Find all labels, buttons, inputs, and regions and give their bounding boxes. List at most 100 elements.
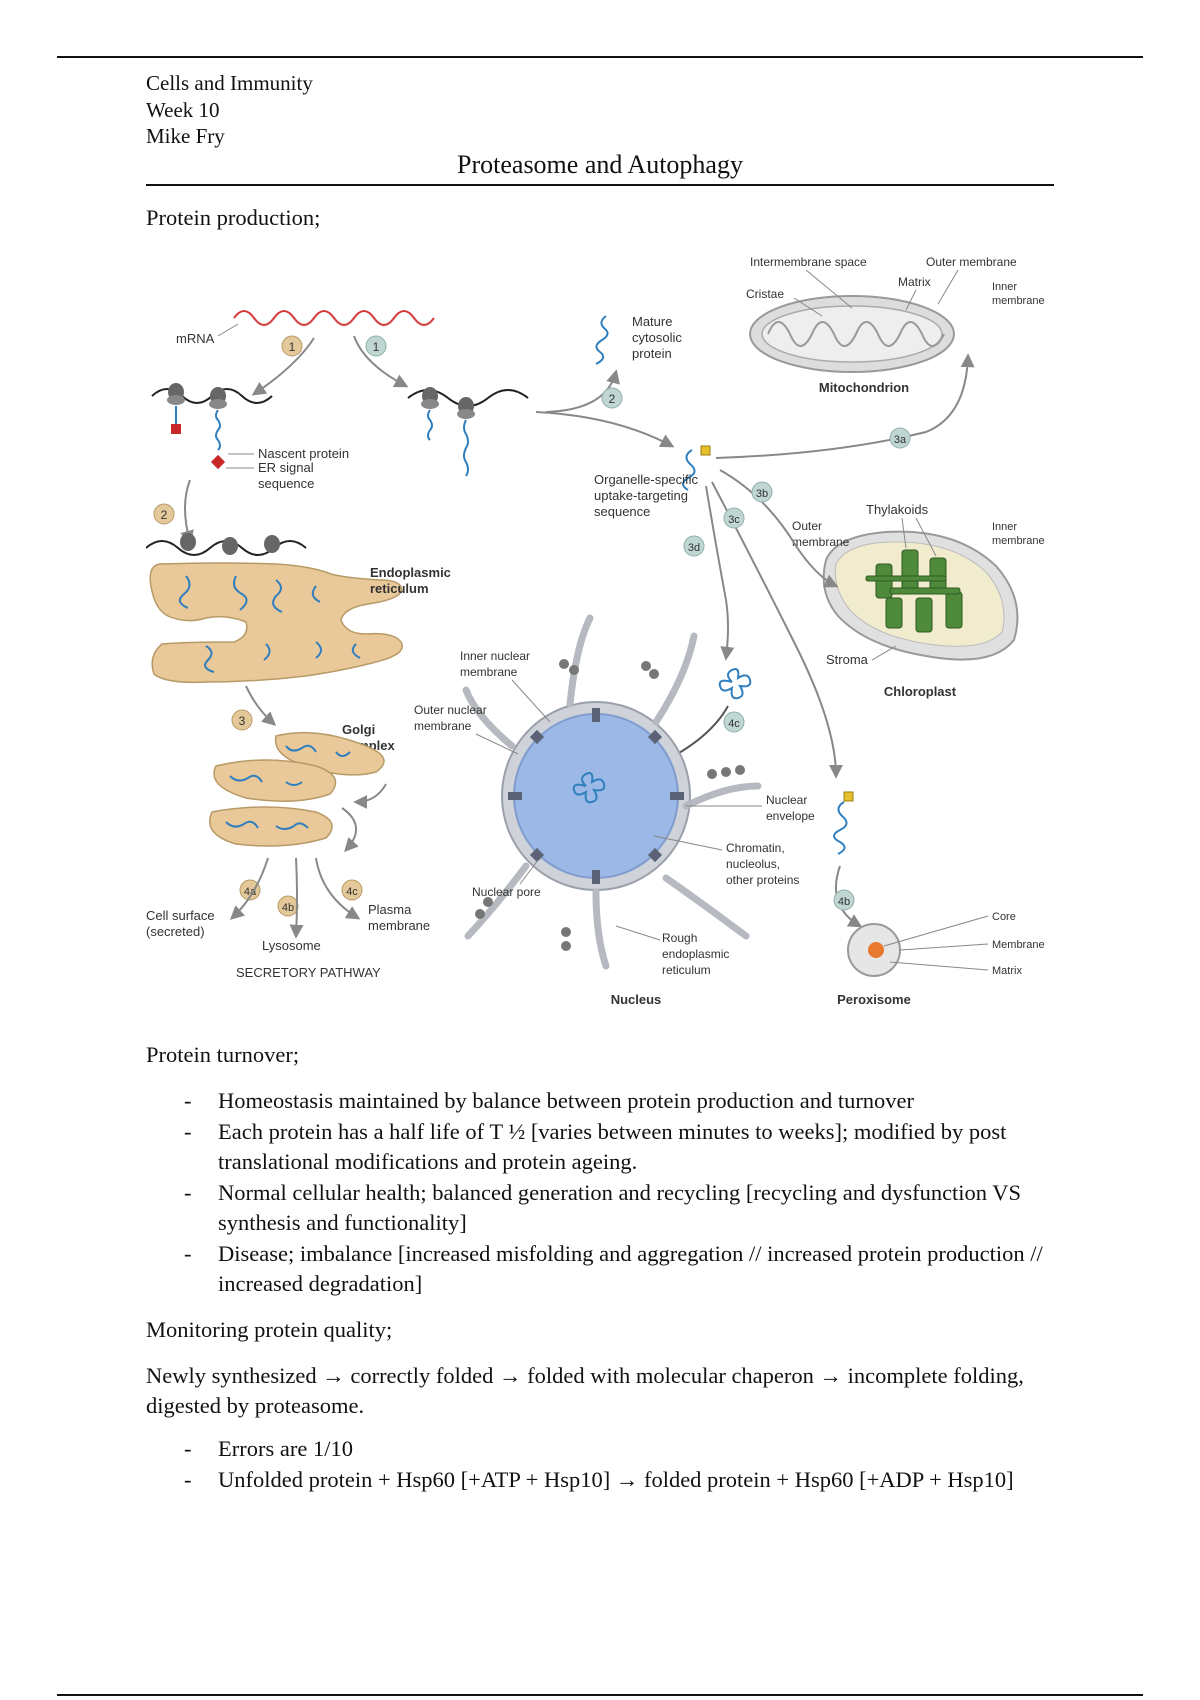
leader-matrix bbox=[905, 289, 917, 311]
quality-paragraph: Newly synthesized → correctly folded → f… bbox=[146, 1363, 1024, 1418]
step-4c-nucleus: 4c bbox=[723, 711, 745, 733]
arrow-to-golgi bbox=[245, 685, 277, 726]
label-matrix-px: Matrix bbox=[992, 965, 1022, 977]
label-nuclear-envelope-2: envelope bbox=[766, 809, 815, 823]
arrow-golgi-retro-1 bbox=[353, 783, 387, 809]
author-name: Mike Fry bbox=[146, 124, 225, 148]
leader-core bbox=[883, 915, 989, 947]
step-3b: 3b bbox=[751, 481, 773, 503]
svg-text:1: 1 bbox=[289, 340, 296, 354]
list-item: Normal cellular health; balanced generat… bbox=[146, 1178, 1066, 1239]
nascent-chain-2 bbox=[215, 409, 221, 451]
label-intermembrane: Intermembrane space bbox=[750, 255, 867, 269]
label-cell-surface-1: Cell surface bbox=[146, 908, 215, 923]
label-rough-er-1: Rough bbox=[662, 931, 697, 945]
peroxisomal-protein bbox=[833, 801, 848, 855]
svg-text:3a: 3a bbox=[894, 434, 907, 446]
arrow-to-nuclear-protein bbox=[705, 485, 735, 661]
label-chloroplast: Chloroplast bbox=[884, 684, 957, 699]
label-thylakoids: Thylakoids bbox=[866, 502, 929, 517]
step-4b-peroxisome: 4b bbox=[833, 889, 855, 911]
step-4c-secretory: 4c bbox=[341, 879, 363, 901]
arrow-to-plasma-membrane bbox=[315, 857, 361, 920]
label-er-signal-2: sequence bbox=[258, 476, 314, 491]
svg-text:3: 3 bbox=[239, 714, 246, 728]
label-er-1: Endoplasmic bbox=[370, 565, 451, 580]
arrow-to-cytosol bbox=[545, 369, 620, 413]
rough-er-ribosomes bbox=[475, 659, 745, 951]
label-peroxisome: Peroxisome bbox=[837, 992, 911, 1007]
label-plasma-1: Plasma bbox=[368, 902, 412, 917]
section-heading-turnover: Protein turnover; bbox=[146, 1042, 300, 1067]
label-organelle-1: Organelle-specific bbox=[594, 472, 699, 487]
turnover-list: Homeostasis maintained by balance betwee… bbox=[146, 1086, 1066, 1300]
cristae bbox=[767, 321, 945, 347]
leader-cristae bbox=[793, 297, 823, 317]
label-lysosome: Lysosome bbox=[262, 938, 321, 953]
svg-text:2: 2 bbox=[161, 508, 168, 522]
label-organelle-3: sequence bbox=[594, 504, 650, 519]
label-matrix: Matrix bbox=[898, 275, 931, 289]
leader-outer-mito bbox=[937, 269, 959, 305]
protein-sorting-diagram: mRNA 1 1 Nascent protein ER signal seque… bbox=[146, 255, 1045, 1007]
mature-cytosolic-protein bbox=[595, 315, 609, 365]
arrow-to-lysosome bbox=[289, 857, 304, 939]
list-item: Disease; imbalance [increased misfolding… bbox=[146, 1239, 1066, 1300]
label-outer-chloro-1: Outer bbox=[792, 519, 822, 533]
arrow-to-chloroplast bbox=[719, 469, 839, 588]
svg-text:1: 1 bbox=[373, 340, 380, 354]
leader-thylakoids-2 bbox=[915, 517, 937, 557]
leader-inner-nuclear bbox=[511, 679, 551, 723]
label-membrane-px: Membrane bbox=[992, 939, 1045, 951]
label-rough-er-3: reticulum bbox=[662, 963, 711, 977]
free-chain-2 bbox=[463, 419, 469, 477]
label-inner-chloro-1: Inner bbox=[992, 521, 1017, 533]
quality-list: Errors are 1/10 Unfolded protein + Hsp60… bbox=[146, 1434, 1066, 1495]
leader-intermembrane bbox=[805, 269, 853, 309]
course-name: Cells and Immunity bbox=[146, 71, 313, 95]
ribosome-right-2 bbox=[457, 397, 475, 419]
arrow-to-free-ribosomes bbox=[353, 335, 409, 388]
imported-nuclear-protein bbox=[572, 772, 606, 804]
mrna-strand bbox=[233, 310, 435, 326]
label-secretory-pathway: SECRETORY PATHWAY bbox=[236, 965, 381, 980]
label-nuclear-pore: Nuclear pore bbox=[472, 885, 541, 899]
targeted-protein bbox=[682, 449, 696, 491]
week-label: Week 10 bbox=[146, 97, 220, 122]
label-nuclear-envelope-1: Nuclear bbox=[766, 793, 807, 807]
step-1-right: 1 bbox=[365, 335, 387, 357]
step-3d: 3d bbox=[683, 535, 705, 557]
ribosome-left-1 bbox=[167, 383, 185, 405]
step-3a: 3a bbox=[889, 427, 911, 449]
svg-text:2: 2 bbox=[609, 392, 616, 406]
label-golgi-1: Golgi bbox=[342, 722, 375, 737]
er-signal-marker-2 bbox=[210, 454, 226, 470]
label-mature-3: protein bbox=[632, 346, 672, 361]
arrow-golgi-retro-2 bbox=[341, 807, 359, 853]
label-stroma: Stroma bbox=[826, 652, 869, 667]
er-ribosome-1 bbox=[180, 533, 196, 551]
leader-chromatin bbox=[653, 835, 723, 851]
leader-membrane-px bbox=[899, 943, 989, 951]
step-1-left: 1 bbox=[281, 335, 303, 357]
er-folded-proteins bbox=[178, 575, 361, 673]
arrow-to-er-ribosomes bbox=[251, 337, 315, 396]
label-chromatin-1: Chromatin, bbox=[726, 841, 785, 855]
protein-sorting-figure: mRNA 1 1 Nascent protein ER signal seque… bbox=[146, 246, 1054, 1026]
label-inner-nuclear-2: membrane bbox=[460, 665, 518, 679]
leader-rough-er bbox=[615, 925, 661, 941]
svg-text:4b: 4b bbox=[838, 896, 850, 908]
leader-stroma bbox=[871, 645, 897, 661]
ribosome-left-2 bbox=[209, 387, 227, 409]
step-3c: 3c bbox=[723, 507, 745, 529]
label-inner-mito-2: membrane bbox=[992, 295, 1045, 307]
thylakoids bbox=[865, 549, 963, 633]
step-3: 3 bbox=[231, 709, 253, 731]
svg-text:3d: 3d bbox=[688, 542, 700, 554]
label-outer-chloro-2: membrane bbox=[792, 535, 850, 549]
label-chromatin-2: nucleolus, bbox=[726, 857, 780, 871]
leader-mrna bbox=[217, 323, 239, 337]
section-heading-production: Protein production; bbox=[146, 205, 321, 230]
svg-text:3c: 3c bbox=[728, 514, 740, 526]
er-ribosome-2 bbox=[222, 537, 238, 555]
